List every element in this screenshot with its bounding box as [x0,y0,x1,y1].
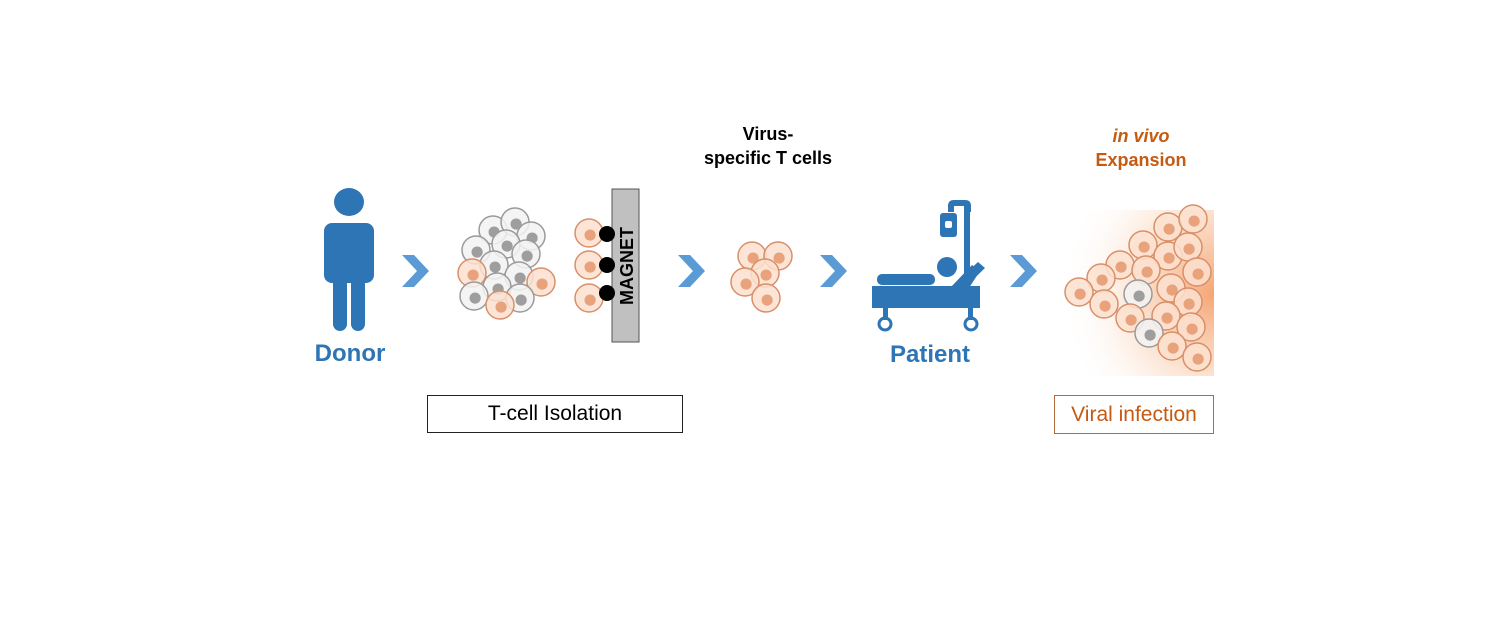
chevron-right-icon [402,255,429,287]
orange-cell [730,267,760,297]
orange-cell [457,258,487,288]
virus-specific-t-cells [730,241,793,313]
grey-cell [459,281,489,311]
iv-bag-icon [940,213,957,237]
orange-cell [574,250,604,280]
virus-specific-t-cells-label: Virus- specific T cells [680,122,856,170]
orange-cell [1182,342,1212,372]
magnet-icon: MAGNET [611,188,640,343]
person-icon [324,188,374,331]
grey-cell [479,250,509,280]
orange-cell [1128,230,1158,260]
orange-cell [751,283,781,313]
expanded-cell-cluster [1064,204,1212,372]
patient-label: Patient [889,341,970,368]
chevron-right-icon [678,255,705,287]
donor-label: Donor [314,340,386,367]
t-cell-isolation-box: T-cell Isolation [427,395,683,433]
orange-cell [526,267,556,297]
viral-infection-box: Viral infection [1054,395,1214,434]
orange-cell [1173,232,1203,262]
orange-cell [1089,289,1119,319]
in-vivo-expansion-label: in vivo Expansion [1060,124,1222,172]
orange-cell [485,290,515,320]
orange-cell [1176,312,1206,342]
in-vivo-text: in vivo [1112,126,1170,146]
virus-specific-line2: specific T cells [703,148,833,168]
mixed-cell-cluster [457,207,556,320]
orange-cell [1182,257,1212,287]
orange-cell [574,218,604,248]
chevron-right-icon [820,255,847,287]
orange-cell [1157,331,1187,361]
orange-cell [1178,204,1208,234]
virus-specific-line1: Virus- [742,124,794,144]
hospital-bed-icon [872,200,985,332]
orange-cell [574,283,604,313]
grey-cell [1134,318,1164,348]
expansion-text: Expansion [1095,150,1187,170]
orange-cell [1064,277,1094,307]
magnet-label: MAGNET [617,227,637,305]
chevron-right-icon [1010,255,1037,287]
magnetic-beads [599,226,615,301]
grey-cell [1123,279,1153,309]
magnet-bound-cells [574,218,604,313]
